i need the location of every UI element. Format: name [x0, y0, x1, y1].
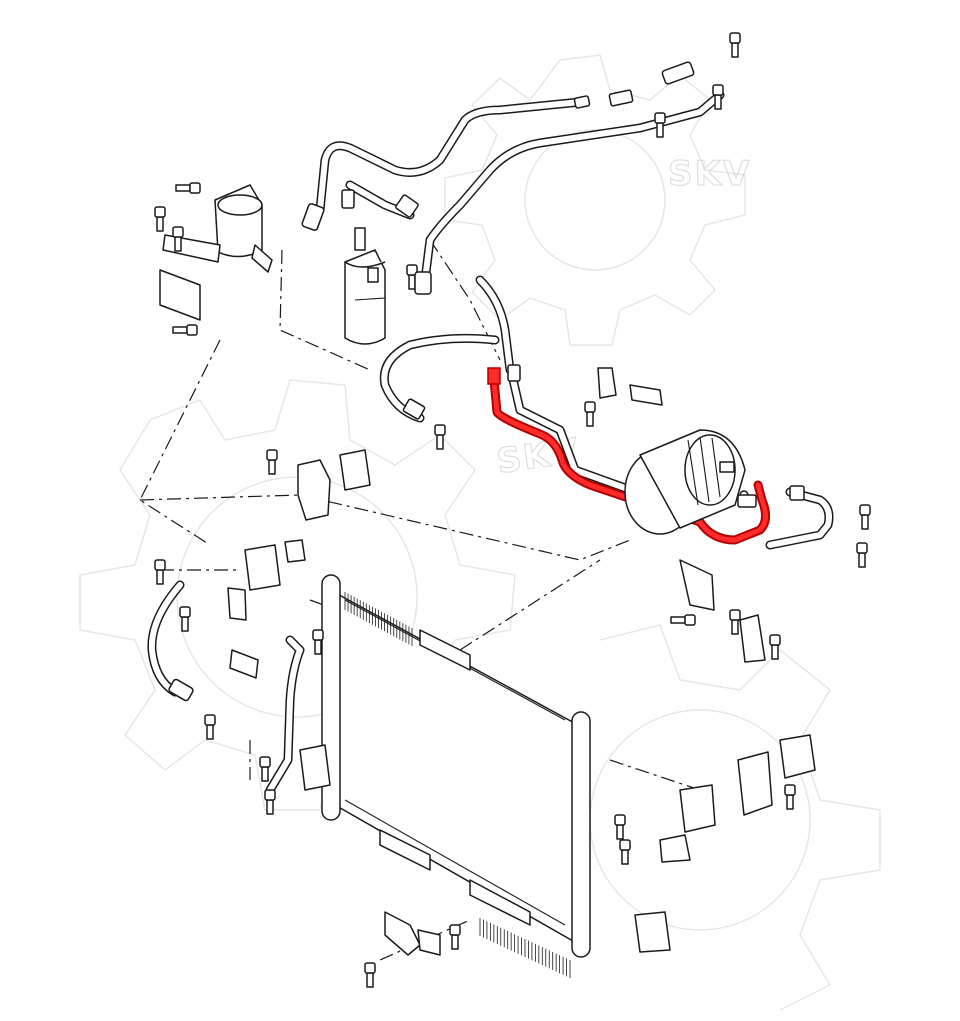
- bolt-icon: [449, 924, 461, 950]
- bolt-icon: [312, 629, 324, 655]
- bolt-icon: [259, 756, 271, 782]
- mid-refrigerant-loop: [379, 333, 834, 550]
- fasteners: [154, 32, 871, 988]
- bolt-icon: [266, 449, 278, 475]
- watermark-text-top: SKV: [668, 154, 751, 194]
- bolt-icon: [179, 606, 191, 632]
- bolt-icon: [712, 84, 724, 110]
- bolt-icon: [859, 504, 871, 530]
- left-lower-hose: [147, 580, 305, 795]
- ac-compressor: [624, 429, 749, 535]
- compressor-brackets: [597, 367, 766, 663]
- highlighted-refrigerant-hose[interactable]: [487, 367, 770, 545]
- bolt-icon: [172, 226, 184, 252]
- bolt-icon: [154, 206, 166, 232]
- upper-refrigerant-lines: [315, 90, 725, 375]
- bolt-icon: [584, 401, 596, 427]
- condenser: [321, 574, 591, 978]
- bolt-icon: [434, 424, 446, 450]
- receiver-drier: [344, 227, 386, 345]
- bolt-icon: [654, 112, 666, 138]
- bolt-icon: [172, 324, 198, 336]
- bolt-icon: [856, 542, 868, 568]
- bolt-icon: [264, 789, 276, 815]
- drier-bracket-assembly: [159, 184, 273, 321]
- bolt-icon: [729, 609, 741, 635]
- right-bracket-cluster: [384, 734, 816, 956]
- bolt-icon: [619, 839, 631, 865]
- bolt-icon: [670, 614, 696, 626]
- bolt-icon: [784, 784, 796, 810]
- inline-fittings: [301, 61, 805, 508]
- bolt-icon: [175, 182, 201, 194]
- bolt-icon: [204, 714, 216, 740]
- watermark-gear-bottom-icon: [589, 624, 881, 1011]
- bolt-icon: [729, 32, 741, 58]
- bolt-icon: [614, 814, 626, 840]
- bolt-icon: [769, 634, 781, 660]
- mid-connector-blocks: [227, 449, 371, 791]
- bolt-icon: [154, 559, 166, 585]
- watermark-gear-top-icon: [444, 54, 746, 346]
- bolt-icon: [364, 962, 376, 988]
- hose-fitting-top: [487, 367, 501, 385]
